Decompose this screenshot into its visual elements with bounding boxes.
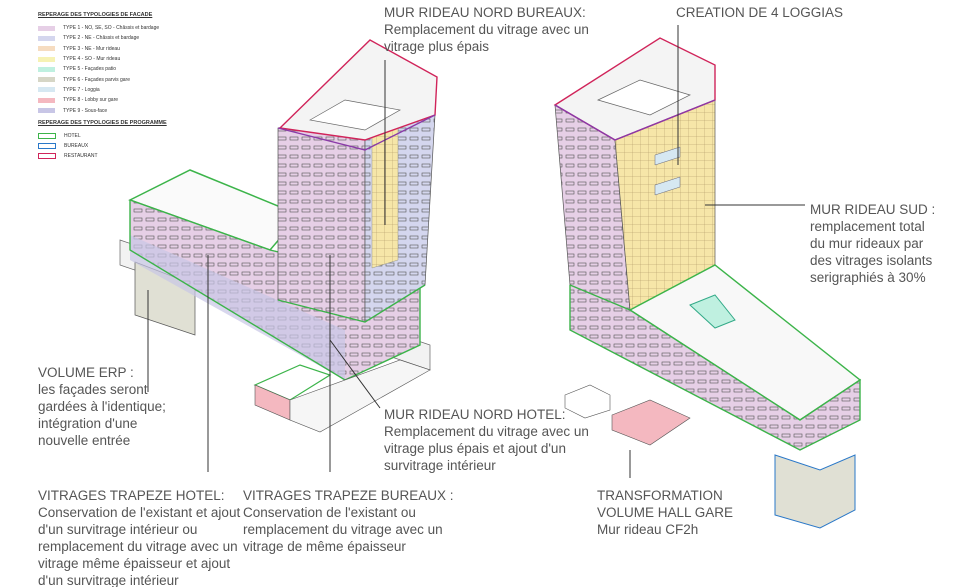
- legend-program-item: BUREAUX: [38, 141, 167, 151]
- legend-label: TYPE 4 - SO - Mur rideau: [63, 56, 121, 63]
- note-line: intégration d'une: [38, 416, 138, 431]
- legend-label: TYPE 8 - Lobby sur gare: [63, 97, 119, 104]
- note-volume-erp: VOLUME ERP : les façades seront gardées à …: [38, 364, 166, 449]
- note-line: les façades seront: [38, 382, 148, 397]
- leader-lines: [147, 25, 805, 478]
- legend-program-title: REPERAGE DES TYPOLOGIES DE PROGRAMME: [38, 119, 167, 126]
- note-line: Remplacement du vitrage avec un: [384, 22, 589, 37]
- note-line: remplacement du vitrage avec un: [38, 539, 238, 554]
- legend-facade-item: TYPE 2 - NE - Châssis et bardage: [38, 33, 167, 43]
- right-base: [774, 454, 856, 529]
- note-title: CREATION DE 4 LOGGIAS: [676, 5, 844, 20]
- note-line: des vitrages isolants: [810, 253, 933, 268]
- note-line: survitrage intérieur: [384, 458, 496, 473]
- legend: REPERAGE DES TYPOLOGIES DE FACADE TYPE 1…: [38, 12, 167, 162]
- legend-program-item: RESTAURANT: [38, 151, 167, 161]
- left-building: [119, 39, 438, 433]
- note-mur-rideau-nord-bureaux: MUR RIDEAU NORD BUREAUX: Remplacement du …: [384, 4, 589, 55]
- right-building: [553, 37, 862, 529]
- note-line: Conservation de l'existant ou: [243, 505, 416, 520]
- note-line: Remplacement du vitrage avec un: [384, 424, 589, 439]
- patio: [689, 294, 736, 329]
- note-hall-gare: TRANSFORMATION VOLUME HALL GARE Mur rideau…: [597, 487, 733, 538]
- legend-label: TYPE 3 - NE - Mur rideau: [63, 45, 120, 52]
- legend-facade-item: TYPE 1 - NO, SE, SO - Châssis et bardage: [38, 23, 167, 33]
- note-title: MUR RIDEAU SUD :: [810, 202, 936, 217]
- note-title: VITRAGES TRAPEZE HOTEL:: [38, 488, 225, 503]
- legend-swatch: [38, 46, 55, 52]
- legend-facade-item: TYPE 8 - Lobby sur gare: [38, 95, 167, 105]
- legend-swatch: [38, 56, 55, 62]
- left-wing-underside: [130, 235, 345, 380]
- legend-swatch: [38, 35, 55, 41]
- note-line: nouvelle entrée: [38, 433, 131, 448]
- note-trapeze-hotel: VITRAGES TRAPEZE HOTEL: Conservation de l…: [38, 487, 240, 587]
- legend-swatch: [38, 66, 55, 72]
- note-trapeze-bureaux: VITRAGES TRAPEZE BUREAUX : Conservation d…: [243, 487, 454, 555]
- note-line: vitrage de même épaisseur: [243, 539, 406, 554]
- legend-swatch: [38, 132, 56, 139]
- legend-swatch: [38, 77, 55, 83]
- note-line: du mur rideaux par: [810, 236, 924, 251]
- note-line: VOLUME HALL GARE: [597, 505, 734, 520]
- note-mur-rideau-sud: MUR RIDEAU SUD : remplacement total du mur…: [810, 201, 935, 286]
- note-title: VITRAGES TRAPEZE BUREAUX :: [243, 488, 454, 503]
- right-hall-gare: [611, 399, 691, 446]
- note-line: serigraphiés à 30%: [810, 270, 926, 285]
- note-line: remplacement du vitrage avec un: [243, 522, 443, 537]
- legend-facade-item: TYPE 3 - NE - Mur rideau: [38, 44, 167, 54]
- note-title: MUR RIDEAU NORD BUREAUX:: [384, 5, 586, 20]
- note-line: vitrage même épaisseur et ajout: [38, 556, 231, 571]
- note-line: vitrage plus épais et ajout d'un: [384, 441, 566, 456]
- legend-swatch: [38, 143, 56, 150]
- note-title: MUR RIDEAU NORD HOTEL:: [384, 407, 566, 422]
- loggia-2: [654, 176, 681, 196]
- note-line: Mur rideau CF2h: [597, 522, 699, 537]
- note-title: TRANSFORMATION: [597, 488, 723, 503]
- legend-label: HOTEL: [64, 132, 81, 139]
- legend-label: TYPE 2 - NE - Châssis et bardage: [63, 35, 140, 42]
- loggia-1: [654, 146, 681, 166]
- legend-label: TYPE 9 - Sous-face: [63, 107, 108, 114]
- legend-facade-item: TYPE 9 - Sous-face: [38, 105, 167, 115]
- note-line: gardées à l'identique;: [38, 399, 166, 414]
- note-loggias: CREATION DE 4 LOGGIAS: [676, 4, 843, 21]
- note-line: vitrage plus épais: [384, 39, 490, 54]
- legend-swatch: [38, 153, 56, 160]
- legend-label: TYPE 5 - Façades patio: [63, 66, 117, 73]
- legend-facade-title: REPERAGE DES TYPOLOGIES DE FACADE: [38, 12, 153, 18]
- note-line: remplacement total: [810, 219, 925, 234]
- legend-label: TYPE 6 - Façades parvis gare: [63, 76, 130, 83]
- legend-swatch: [38, 97, 55, 103]
- legend-label: BUREAUX: [64, 143, 89, 150]
- legend-label: TYPE 1 - NO, SE, SO - Châssis et bardage: [63, 25, 160, 32]
- note-line: d'un survitrage intérieur ou: [38, 522, 198, 537]
- legend-label: TYPE 7 - Loggia: [63, 86, 100, 93]
- note-line: d'un survitrage intérieur: [38, 573, 179, 587]
- legend-facade-item: TYPE 6 - Façades parvis gare: [38, 74, 167, 84]
- legend-facade-item: TYPE 5 - Façades patio: [38, 64, 167, 74]
- note-line: Conservation de l'existant et ajout: [38, 505, 241, 520]
- note-title: VOLUME ERP :: [38, 365, 134, 380]
- legend-facade-item: TYPE 7 - Loggia: [38, 85, 167, 95]
- legend-swatch: [38, 87, 55, 93]
- legend-facade-item: TYPE 4 - SO - Mur rideau: [38, 54, 167, 64]
- legend-swatch: [38, 108, 55, 114]
- legend-swatch: [38, 25, 55, 31]
- note-mur-rideau-nord-hotel: MUR RIDEAU NORD HOTEL: Remplacement du vi…: [384, 406, 589, 474]
- legend-program-item: HOTEL: [38, 131, 167, 141]
- legend-label: RESTAURANT: [64, 153, 98, 160]
